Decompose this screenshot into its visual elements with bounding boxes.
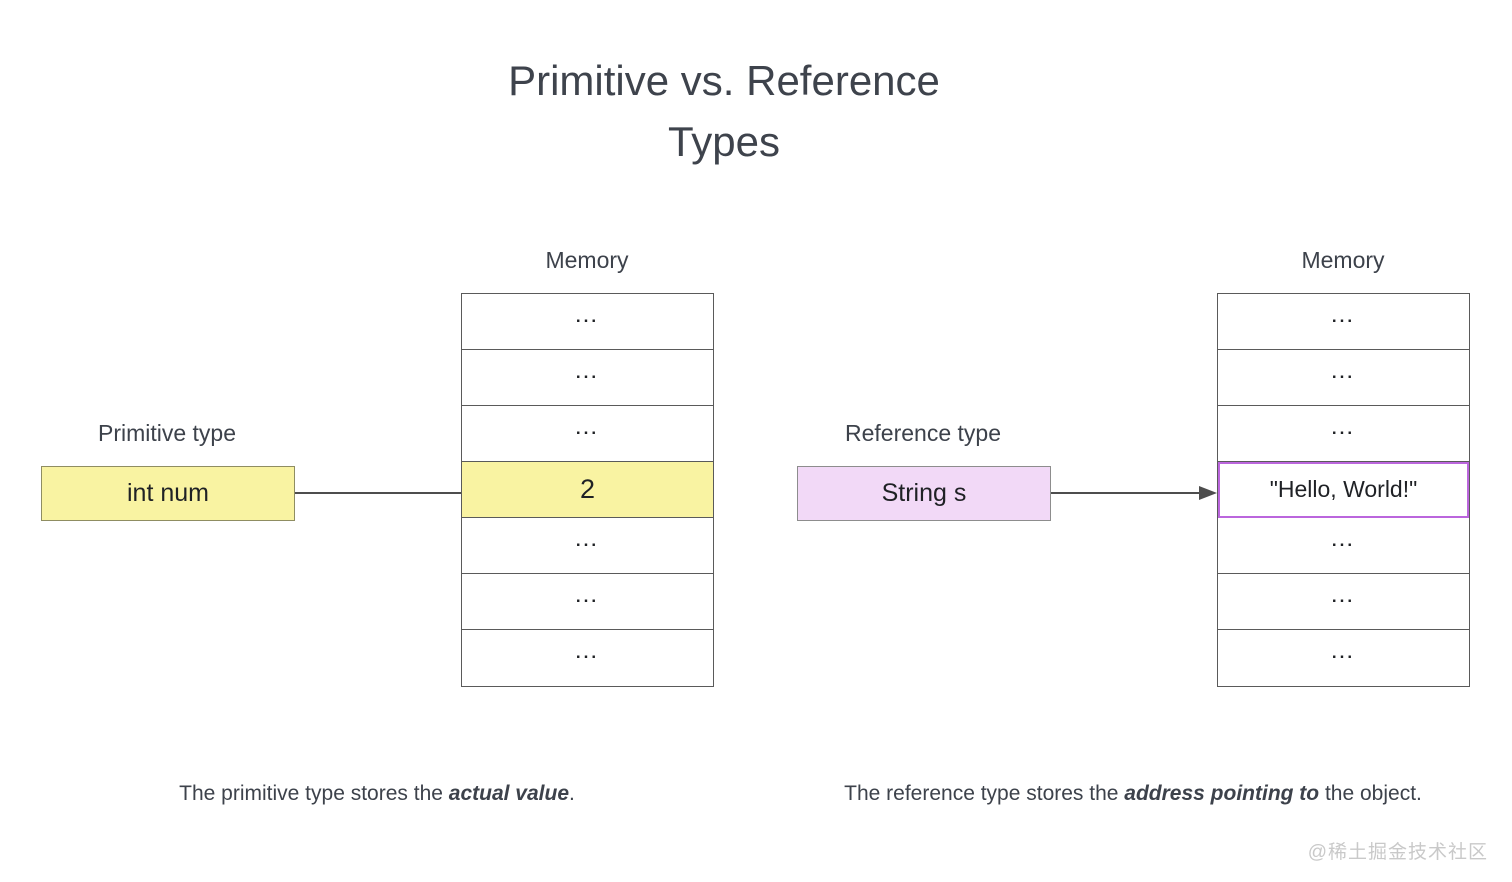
reference-caption-emphasis: address pointing to bbox=[1124, 782, 1320, 805]
memory-cell: ... bbox=[462, 574, 713, 630]
reference-type-label: Reference type bbox=[845, 420, 1001, 446]
memory-cell-text: ... bbox=[575, 586, 600, 606]
primitive-caption-prefix: The primitive type stores the bbox=[179, 782, 449, 805]
reference-arrow-head-icon bbox=[1199, 486, 1217, 500]
memory-cell-text: ... bbox=[575, 306, 600, 326]
page-title-line1: Primitive vs. Reference bbox=[508, 57, 940, 104]
primitive-value-text: 2 bbox=[579, 474, 596, 504]
memory-cell: ... bbox=[462, 518, 713, 574]
reference-variable-label: String s bbox=[881, 479, 967, 507]
memory-cell: ... bbox=[1218, 350, 1469, 406]
memory-cell: ... bbox=[462, 294, 713, 350]
memory-cell-text: ... bbox=[575, 643, 600, 662]
primitive-arrow-line bbox=[295, 492, 487, 494]
memory-label-right: Memory bbox=[1301, 247, 1385, 273]
reference-caption-suffix: the object. bbox=[1319, 782, 1422, 805]
memory-cell-text: ... bbox=[1331, 362, 1356, 382]
watermark: @稀土掘金技术社区 bbox=[1307, 842, 1488, 863]
reference-arrow bbox=[1051, 486, 1217, 500]
memory-cell-text: ... bbox=[1331, 418, 1356, 438]
memory-cell: ... bbox=[462, 350, 713, 406]
memory-column-left: ... ... ... 2 ... ... ... bbox=[461, 293, 714, 687]
memory-label-left: Memory bbox=[545, 247, 629, 273]
reference-arrow-line bbox=[1051, 492, 1199, 494]
memory-column-right: ... ... ... "Hello, World!" ... ... ... bbox=[1217, 293, 1470, 687]
page-title: Primitive vs. Reference Types bbox=[508, 50, 940, 172]
memory-cell-text: ... bbox=[1331, 530, 1356, 550]
memory-cell-text: ... bbox=[575, 418, 600, 438]
memory-cell: ... bbox=[1218, 294, 1469, 350]
memory-cell-primitive-value: 2 bbox=[462, 462, 713, 518]
primitive-variable-box: int num bbox=[41, 466, 295, 521]
reference-variable-box: String s bbox=[797, 466, 1051, 521]
memory-cell: ... bbox=[1218, 574, 1469, 630]
memory-cell: ... bbox=[462, 630, 713, 686]
primitive-caption-emphasis: actual value bbox=[448, 782, 569, 805]
memory-cell-reference-object: "Hello, World!" bbox=[1218, 462, 1469, 518]
reference-object-text: "Hello, World!" bbox=[1269, 476, 1418, 502]
primitive-caption-suffix: . bbox=[569, 782, 575, 805]
reference-caption-prefix: The reference type stores the bbox=[844, 782, 1125, 805]
memory-cell-text: ... bbox=[1331, 586, 1356, 606]
primitive-caption: The primitive type stores the actual val… bbox=[179, 782, 575, 806]
primitive-variable-label: int num bbox=[127, 479, 209, 507]
memory-cell-text: ... bbox=[1331, 643, 1356, 662]
memory-cell: ... bbox=[462, 406, 713, 462]
memory-cell: ... bbox=[1218, 518, 1469, 574]
memory-cell-text: ... bbox=[1331, 306, 1356, 326]
memory-cell: ... bbox=[1218, 406, 1469, 462]
memory-cell-text: ... bbox=[575, 530, 600, 550]
memory-cell: ... bbox=[1218, 630, 1469, 686]
primitive-type-label: Primitive type bbox=[97, 420, 237, 446]
reference-caption: The reference type stores the address po… bbox=[844, 782, 1422, 806]
page-title-line2: Types bbox=[667, 118, 781, 165]
memory-cell-text: ... bbox=[575, 362, 600, 382]
